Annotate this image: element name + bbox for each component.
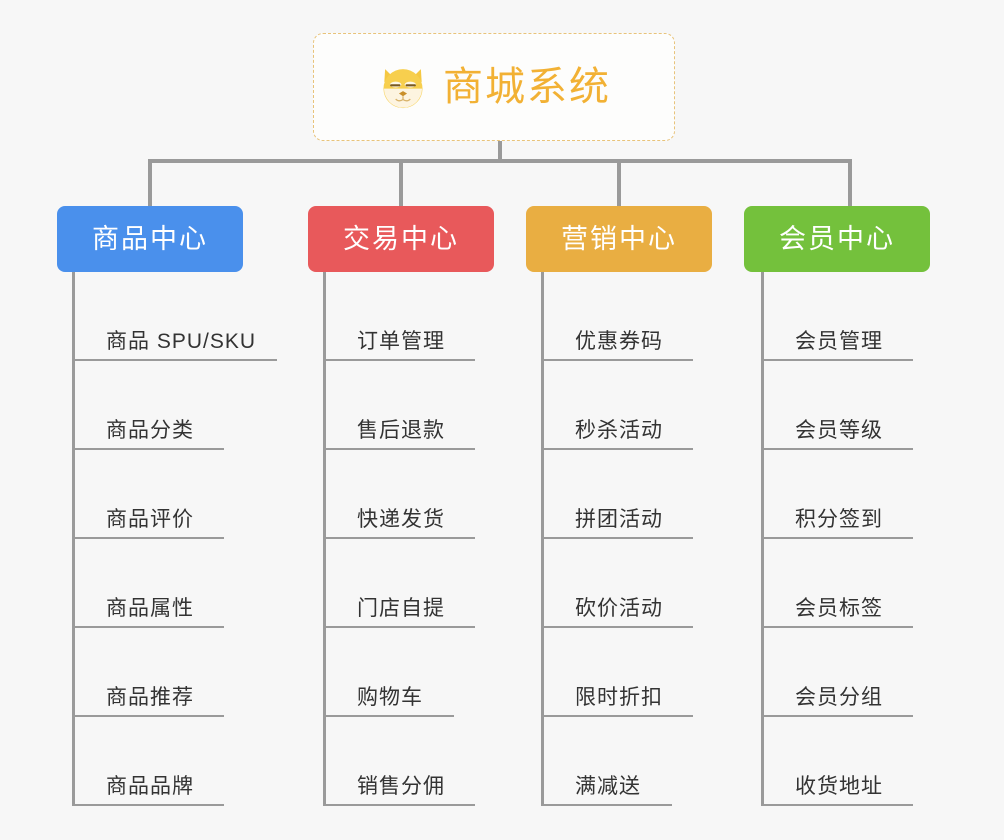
leaf-item-rule xyxy=(541,359,693,361)
category-label: 商品中心 xyxy=(92,223,208,254)
leaf-item-member-center-2[interactable]: 积分签到 xyxy=(761,450,913,539)
category-label: 会员中心 xyxy=(779,223,895,254)
leaf-item-marketing-center-3[interactable]: 砍价活动 xyxy=(541,539,693,628)
leaf-item-member-center-5[interactable]: 收货地址 xyxy=(761,717,913,806)
leaf-item-label: 订单管理 xyxy=(357,330,445,353)
leaf-item-marketing-center-1[interactable]: 秒杀活动 xyxy=(541,361,693,450)
leaf-item-label: 会员等级 xyxy=(795,419,883,442)
leaf-item-label: 商品品牌 xyxy=(106,775,194,798)
category-label: 交易中心 xyxy=(343,223,459,254)
leaf-item-rule xyxy=(761,626,913,628)
leaf-item-rule xyxy=(541,804,672,806)
leaf-item-trade-center-2[interactable]: 快递发货 xyxy=(323,450,475,539)
leaf-spine xyxy=(323,272,326,806)
leaf-item-product-center-4[interactable]: 商品推荐 xyxy=(72,628,256,717)
leaf-item-rule xyxy=(72,715,224,717)
leaf-item-label: 售后退款 xyxy=(357,419,445,442)
leaf-item-label: 商品评价 xyxy=(106,508,194,531)
leaf-item-label: 购物车 xyxy=(357,686,423,709)
leaf-item-label: 商品属性 xyxy=(106,597,194,620)
connector-drop-product-center xyxy=(148,159,152,206)
connector-drop-member-center xyxy=(848,159,852,206)
category-box-trade-center[interactable]: 交易中心 xyxy=(308,206,494,272)
category-box-member-center[interactable]: 会员中心 xyxy=(744,206,930,272)
leaf-column-trade-center: 订单管理售后退款快递发货门店自提购物车销售分佣 xyxy=(323,272,475,806)
leaf-item-trade-center-4[interactable]: 购物车 xyxy=(323,628,454,717)
root-title: 商城系统 xyxy=(443,65,611,109)
leaf-column-marketing-center: 优惠券码秒杀活动拼团活动砍价活动限时折扣满减送 xyxy=(541,272,693,806)
leaf-item-rule xyxy=(323,715,454,717)
leaf-item-label: 快递发货 xyxy=(357,508,445,531)
connector-drop-marketing-center xyxy=(617,159,621,206)
leaf-item-product-center-2[interactable]: 商品评价 xyxy=(72,450,256,539)
leaf-item-label: 积分签到 xyxy=(795,508,883,531)
leaf-item-product-center-0[interactable]: 商品 SPU/SKU xyxy=(72,272,277,361)
leaf-item-label: 销售分佣 xyxy=(357,775,445,798)
leaf-spine xyxy=(761,272,764,806)
leaf-spine xyxy=(541,272,544,806)
leaf-item-member-center-0[interactable]: 会员管理 xyxy=(761,272,913,361)
root-node-mall-system[interactable]: 商城系统 xyxy=(313,33,675,141)
category-label: 营销中心 xyxy=(561,223,677,254)
leaf-item-label: 砍价活动 xyxy=(575,597,663,620)
leaf-item-label: 会员管理 xyxy=(795,330,883,353)
leaf-item-member-center-3[interactable]: 会员标签 xyxy=(761,539,913,628)
leaf-item-marketing-center-2[interactable]: 拼团活动 xyxy=(541,450,693,539)
leaf-item-label: 满减送 xyxy=(575,775,641,798)
leaf-item-trade-center-1[interactable]: 售后退款 xyxy=(323,361,475,450)
leaf-item-rule xyxy=(541,448,693,450)
leaf-column-product-center: 商品 SPU/SKU 商品分类商品评价商品属性商品推荐商品品牌 xyxy=(72,272,277,806)
category-box-marketing-center[interactable]: 营销中心 xyxy=(526,206,712,272)
leaf-item-rule xyxy=(72,626,224,628)
leaf-item-rule xyxy=(323,804,475,806)
leaf-item-rule xyxy=(541,537,693,539)
leaf-item-product-center-5[interactable]: 商品品牌 xyxy=(72,717,256,806)
leaf-item-label: 会员标签 xyxy=(795,597,883,620)
leaf-item-rule xyxy=(72,359,277,361)
shiba-dog-icon xyxy=(377,61,429,113)
leaf-item-rule xyxy=(323,537,475,539)
leaf-item-rule xyxy=(72,804,224,806)
leaf-item-label: 限时折扣 xyxy=(575,686,663,709)
leaf-item-trade-center-5[interactable]: 销售分佣 xyxy=(323,717,475,806)
leaf-item-marketing-center-4[interactable]: 限时折扣 xyxy=(541,628,693,717)
leaf-item-label: 商品推荐 xyxy=(106,686,194,709)
leaf-item-label: 商品分类 xyxy=(106,419,194,442)
leaf-item-rule xyxy=(541,626,693,628)
leaf-item-label: 秒杀活动 xyxy=(575,419,663,442)
leaf-item-rule xyxy=(761,448,913,450)
category-box-product-center[interactable]: 商品中心 xyxy=(57,206,243,272)
leaf-item-product-center-1[interactable]: 商品分类 xyxy=(72,361,256,450)
leaf-item-rule xyxy=(761,537,913,539)
leaf-column-member-center: 会员管理会员等级积分签到会员标签会员分组收货地址 xyxy=(761,272,913,806)
leaf-item-label: 门店自提 xyxy=(357,597,445,620)
connector-root-stem xyxy=(498,141,502,163)
leaf-spine xyxy=(72,272,75,806)
leaf-item-rule xyxy=(761,804,913,806)
leaf-item-label: 拼团活动 xyxy=(575,508,663,531)
leaf-item-rule xyxy=(323,626,475,628)
leaf-item-label: 收货地址 xyxy=(795,775,883,798)
leaf-item-trade-center-3[interactable]: 门店自提 xyxy=(323,539,475,628)
leaf-item-rule xyxy=(541,715,693,717)
leaf-item-rule xyxy=(323,359,475,361)
leaf-item-product-center-3[interactable]: 商品属性 xyxy=(72,539,256,628)
leaf-item-rule xyxy=(72,448,224,450)
leaf-item-label: 商品 SPU/SKU xyxy=(106,330,257,353)
leaf-item-rule xyxy=(323,448,475,450)
leaf-item-label: 优惠券码 xyxy=(575,330,663,353)
connector-horizontal-bus xyxy=(148,159,852,163)
leaf-item-member-center-1[interactable]: 会员等级 xyxy=(761,361,913,450)
leaf-item-rule xyxy=(761,715,913,717)
leaf-item-marketing-center-0[interactable]: 优惠券码 xyxy=(541,272,693,361)
connector-drop-trade-center xyxy=(399,159,403,206)
leaf-item-rule xyxy=(761,359,913,361)
leaf-item-trade-center-0[interactable]: 订单管理 xyxy=(323,272,475,361)
leaf-item-rule xyxy=(72,537,224,539)
leaf-item-label: 会员分组 xyxy=(795,686,883,709)
leaf-item-marketing-center-5[interactable]: 满减送 xyxy=(541,717,672,806)
leaf-item-member-center-4[interactable]: 会员分组 xyxy=(761,628,913,717)
